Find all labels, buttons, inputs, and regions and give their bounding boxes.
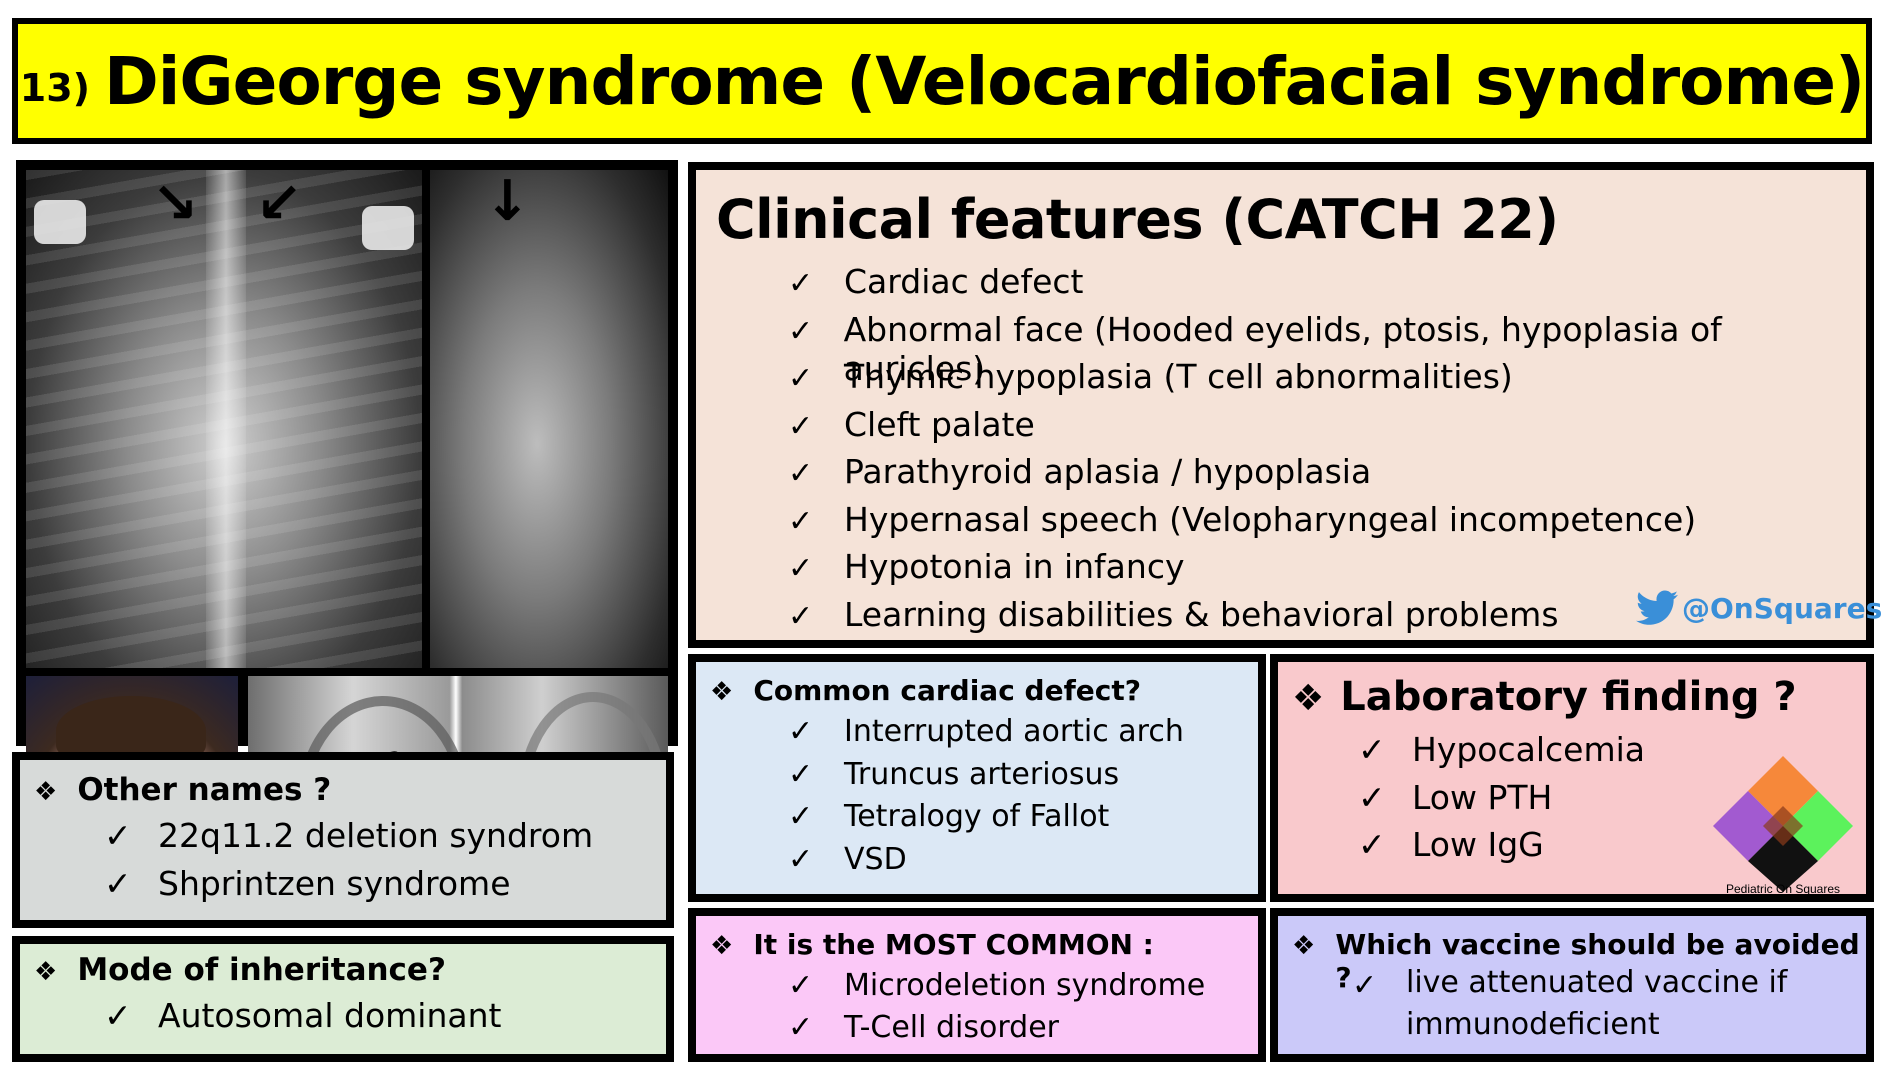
check-icon: ✓ bbox=[788, 361, 814, 396]
logo-caption: Pediatric On Squares bbox=[1725, 882, 1841, 896]
inheritance-panel: ❖ Mode of inheritance? ✓Autosomal domina… bbox=[12, 936, 674, 1062]
clinical-features-panel: Clinical features (CATCH 22) ✓Cardiac de… bbox=[688, 162, 1882, 648]
inheritance-question: ❖ Mode of inheritance? bbox=[34, 952, 446, 988]
list-item: ✓Truncus arteriosus bbox=[788, 756, 1120, 792]
image-collage: ↓ ↓ ↓ bbox=[16, 160, 678, 894]
clinical-features-list: ✓Cardiac defect ✓Abnormal face (Hooded e… bbox=[788, 262, 1866, 642]
vaccine-panel: ❖ Which vaccine should be avoided ? ✓liv… bbox=[1270, 908, 1874, 1062]
arrow-down-icon: ↓ bbox=[484, 170, 531, 234]
twitter-handle[interactable]: @OnSquares bbox=[1636, 590, 1882, 626]
check-icon: ✓ bbox=[788, 551, 814, 586]
ecg-lead-left bbox=[34, 200, 86, 244]
check-icon: ✓ bbox=[788, 1010, 814, 1045]
diamond-bullet-icon: ❖ bbox=[34, 777, 58, 807]
other-names-panel: ❖ Other names ? ✓22q11.2 deletion syndro… bbox=[12, 752, 674, 928]
diamond-bullet-icon: ❖ bbox=[1292, 678, 1325, 719]
list-item: ✓live attenuated vaccine if immunodefici… bbox=[1352, 965, 1788, 1042]
list-item: ✓Hypotonia in infancy bbox=[788, 547, 1185, 586]
check-icon: ✓ bbox=[788, 408, 814, 444]
other-names-question: ❖ Other names ? bbox=[34, 772, 332, 808]
check-icon: ✓ bbox=[788, 598, 814, 634]
list-item: ✓Cardiac defect bbox=[788, 262, 1084, 301]
arrow-down-right-icon: ↓ bbox=[137, 170, 217, 244]
check-icon: ✓ bbox=[1358, 777, 1386, 817]
check-icon: ✓ bbox=[1358, 730, 1386, 769]
cardiac-defect-panel: ❖ Common cardiac defect? ✓Interrupted ao… bbox=[688, 654, 1266, 902]
diamond-bullet-icon: ❖ bbox=[34, 957, 58, 987]
title-bar: 13) DiGeorge syndrome (Velocardiofacial … bbox=[12, 18, 1872, 144]
ecg-lead-right bbox=[362, 206, 414, 250]
list-item: ✓T-Cell disorder bbox=[788, 1010, 1060, 1045]
check-icon: ✓ bbox=[1358, 825, 1386, 864]
clinical-features-title: Clinical features (CATCH 22) bbox=[716, 188, 1559, 251]
list-item: ✓Abnormal face (Hooded eyelids, ptosis, … bbox=[788, 309, 1722, 388]
twitter-bird-icon bbox=[1636, 590, 1678, 625]
check-icon: ✓ bbox=[788, 714, 814, 749]
check-icon: ✓ bbox=[104, 863, 132, 903]
list-item: ✓Learning disabilities & behavioral prob… bbox=[788, 594, 1559, 634]
diamond-bullet-icon: ❖ bbox=[710, 677, 734, 707]
check-icon: ✓ bbox=[1352, 968, 1378, 1003]
check-icon: ✓ bbox=[104, 816, 132, 855]
list-item: ✓Shprintzen syndrome bbox=[104, 863, 511, 903]
inheritance-list: ✓Autosomal dominant bbox=[104, 996, 501, 1044]
chest-xray-frontal-image: ↓ ↓ bbox=[26, 170, 422, 668]
page-title: DiGeorge syndrome (Velocardiofacial synd… bbox=[104, 42, 1865, 120]
list-item: ✓Autosomal dominant bbox=[104, 996, 502, 1035]
check-icon: ✓ bbox=[788, 266, 814, 301]
check-icon: ✓ bbox=[788, 756, 814, 792]
other-names-list: ✓22q11.2 deletion syndrom ✓Shprintzen sy… bbox=[104, 816, 593, 911]
check-icon: ✓ bbox=[788, 799, 814, 834]
pediatric-on-squares-logo bbox=[1713, 756, 1853, 892]
vaccine-question: ❖ Which vaccine should be avoided ? bbox=[1292, 928, 1860, 994]
list-item: ✓Cleft palate bbox=[788, 404, 1035, 444]
check-icon: ✓ bbox=[788, 456, 814, 491]
check-icon: ✓ bbox=[788, 841, 814, 877]
list-item: ✓Hypocalcemia bbox=[1358, 730, 1645, 769]
list-item: ✓Low PTH bbox=[1358, 777, 1553, 817]
most-common-panel: ❖ It is the MOST COMMON : ✓Microdeletion… bbox=[688, 908, 1266, 1062]
list-item: ✓Hypernasal speech (Velopharyngeal incom… bbox=[788, 499, 1697, 539]
chest-xray-lateral-image: ↓ bbox=[430, 170, 668, 668]
check-icon: ✓ bbox=[788, 968, 814, 1003]
most-common-question: ❖ It is the MOST COMMON : bbox=[710, 928, 1154, 961]
lab-list: ✓Hypocalcemia ✓Low PTH ✓Low IgG bbox=[1358, 730, 1645, 873]
list-item: ✓Thymic hypoplasia (T cell abnormalities… bbox=[788, 357, 1513, 396]
diamond-bullet-icon: ❖ bbox=[710, 931, 734, 961]
list-item: ✓Low IgG bbox=[1358, 825, 1544, 864]
list-item: ✓22q11.2 deletion syndrom bbox=[104, 816, 594, 855]
vaccine-list: ✓live attenuated vaccine if immunodefici… bbox=[1352, 965, 1806, 1046]
cardiac-question: ❖ Common cardiac defect? bbox=[710, 674, 1141, 707]
diamond-bullet-icon: ❖ bbox=[1292, 931, 1316, 961]
most-common-list: ✓Microdeletion syndrome ✓T-Cell disorder bbox=[788, 968, 1205, 1052]
check-icon: ✓ bbox=[104, 996, 132, 1035]
lab-question: ❖ Laboratory finding ? bbox=[1292, 674, 1797, 720]
laboratory-finding-panel: ❖ Laboratory finding ? ✓Hypocalcemia ✓Lo… bbox=[1270, 654, 1874, 902]
list-item: ✓Parathyroid aplasia / hypoplasia bbox=[788, 452, 1372, 491]
list-item: ✓Interrupted aortic arch bbox=[788, 714, 1184, 749]
cardiac-list: ✓Interrupted aortic arch ✓Truncus arteri… bbox=[788, 714, 1184, 884]
list-item: ✓Microdeletion syndrome bbox=[788, 968, 1206, 1003]
list-item: ✓VSD bbox=[788, 841, 907, 877]
slide-number: 13) bbox=[19, 66, 91, 110]
check-icon: ✓ bbox=[788, 313, 814, 349]
list-item: ✓Tetralogy of Fallot bbox=[788, 799, 1110, 834]
arrow-down-left-icon: ↓ bbox=[238, 170, 318, 244]
check-icon: ✓ bbox=[788, 503, 814, 539]
